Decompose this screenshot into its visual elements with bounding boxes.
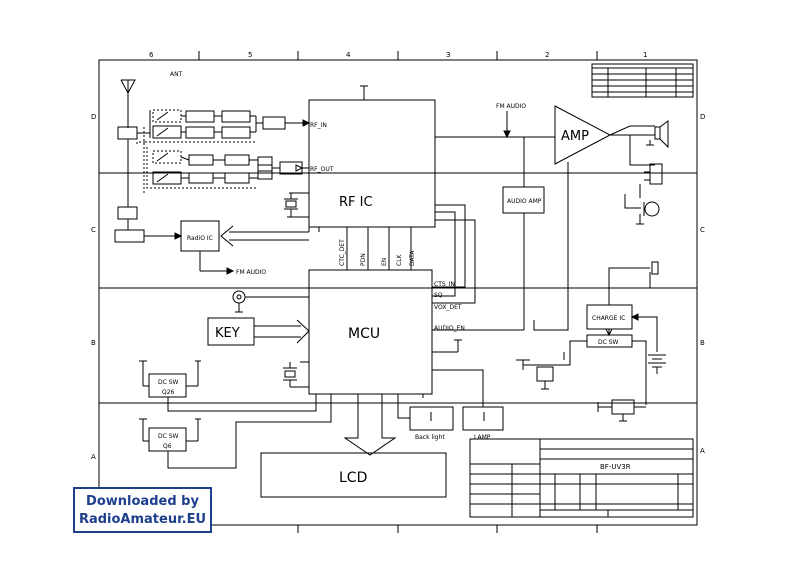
sq-label: SQ <box>434 292 443 299</box>
lcd-label: LCD <box>339 470 367 486</box>
amp-label: AMP <box>561 129 589 144</box>
col-label-2: 2 <box>545 51 549 59</box>
download-badge: Downloaded by RadioAmateur.EU <box>73 487 212 533</box>
row-label-a: A <box>91 453 96 461</box>
title-block-title: BF-UV3R <box>600 463 631 471</box>
badge-line-2: RadioAmateur.EU <box>78 512 207 527</box>
col-label-5: 5 <box>248 51 252 59</box>
amp-triangle <box>554 105 612 165</box>
rf-ic-label: RF IC <box>339 195 373 210</box>
rf-ic-block <box>308 99 436 228</box>
col-label-6: 6 <box>149 51 154 59</box>
title-block <box>469 438 694 518</box>
dc-sw-q26-label: DC SW <box>158 379 179 386</box>
lamp-label: LAMP <box>474 434 491 441</box>
drawing-border <box>98 59 698 526</box>
row-label-b-right: B <box>700 339 705 347</box>
q26-label: Q26 <box>162 389 175 396</box>
dc-sw-q6-label: DC SW <box>158 433 179 440</box>
row-label-c-right: C <box>700 226 705 234</box>
mcu-label: MCU <box>348 326 380 342</box>
row-label-d: D <box>91 113 96 121</box>
rf-in-label: RF_IN <box>310 122 327 129</box>
key-block <box>207 317 255 346</box>
antenna-label: ANT <box>170 71 183 78</box>
badge-line-1: Downloaded by <box>86 494 199 509</box>
back-light-label: Back light <box>415 434 445 441</box>
data-label: DATA <box>409 250 416 266</box>
pdn-label: PDN <box>360 253 367 266</box>
fm-audio-bottom-label: FM AUDIO <box>236 269 266 276</box>
rf-out-label: RF_OUT <box>310 166 334 173</box>
dc-sw-label: DC SW <box>598 339 619 346</box>
audio-amp-label: AUDIO AMP <box>507 198 542 205</box>
radio-ic-label: RadiO IC <box>187 235 213 242</box>
ctc-det-label: CTC_DET <box>339 239 346 266</box>
cts-in-label: CTS_IN <box>434 281 455 288</box>
charge-ic-label: CHARGE IC <box>592 315 625 322</box>
vox-det-label: VOX_DET <box>434 304 462 311</box>
lcd-block <box>260 452 447 498</box>
clk-label: CLK <box>396 253 403 266</box>
row-label-c: C <box>91 226 96 234</box>
audio-en-label: AUDIO_EN <box>434 325 465 332</box>
row-label-d-right: D <box>700 113 705 121</box>
lamp-block <box>462 406 504 431</box>
col-label-1: 1 <box>643 51 647 59</box>
row-label-a-right: A <box>700 447 705 455</box>
row-label-b: B <box>91 339 96 347</box>
key-label: KEY <box>215 326 240 341</box>
en-label: EN <box>381 258 388 266</box>
col-label-4: 4 <box>346 51 351 59</box>
mcu-block <box>308 269 433 395</box>
q6-label: Q6 <box>163 443 172 450</box>
col-label-3: 3 <box>446 51 450 59</box>
fm-audio-top-label: FM AUDIO <box>496 103 526 110</box>
